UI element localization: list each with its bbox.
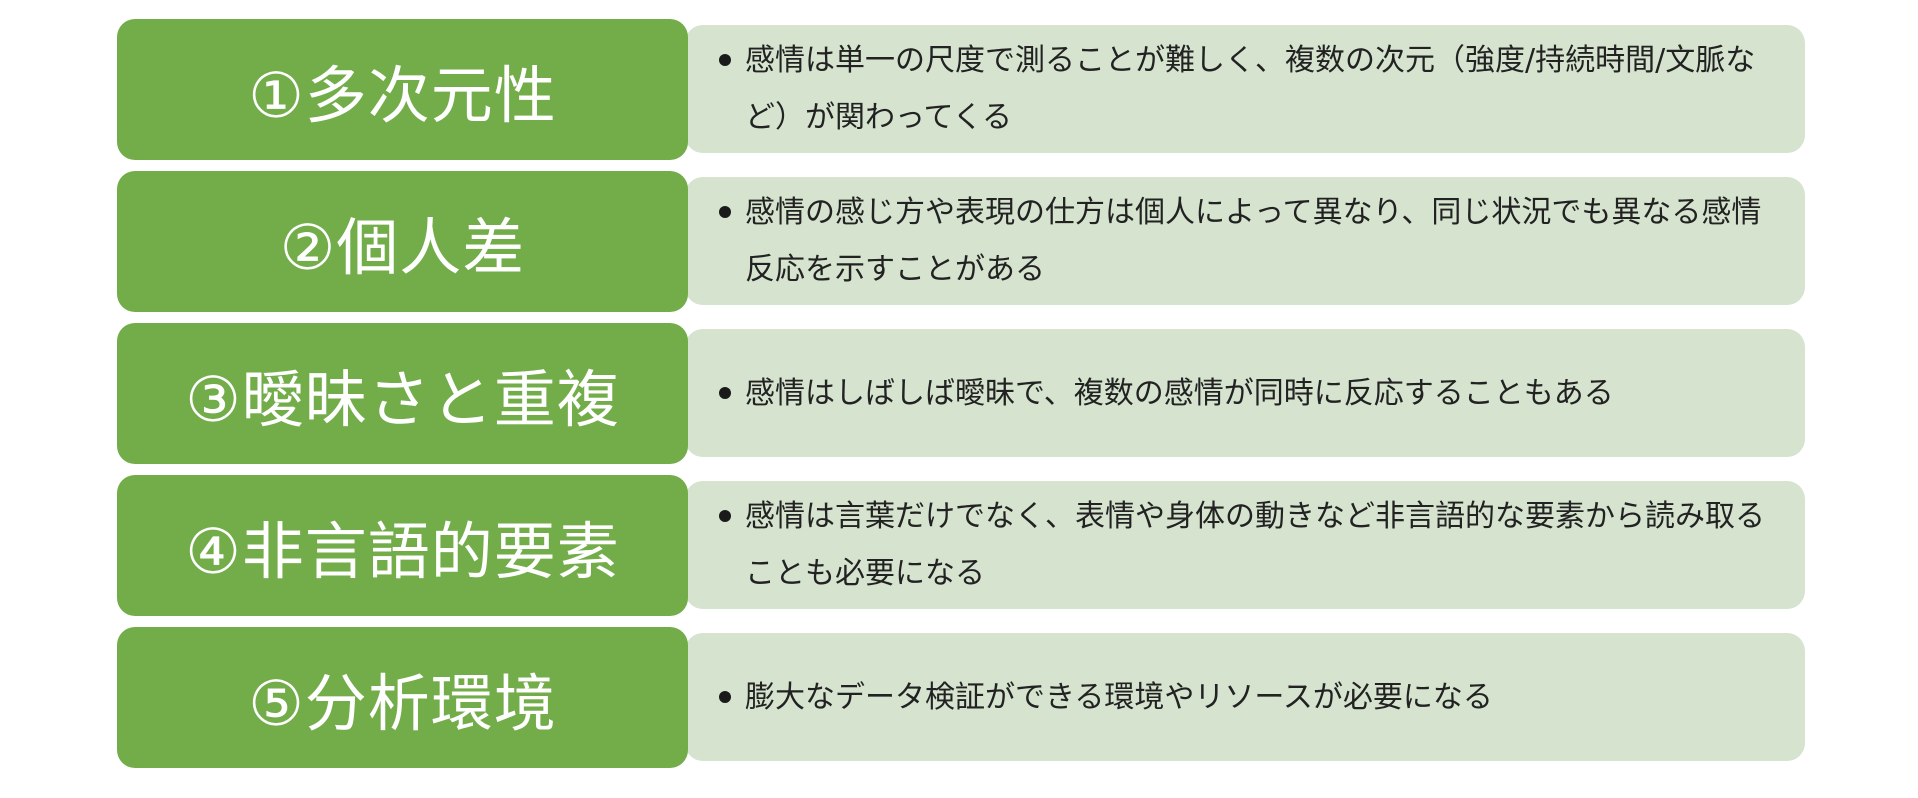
challenge-description: 感情は単一の尺度で測ることが難しく、複数の次元（強度/持続時間/文脈など）が関わ… (745, 43, 1756, 135)
challenge-description-box: 感情の感じ方や表現の仕方は個人によって異なり、同じ状況でも異なる感情反応を示すこ… (685, 177, 1805, 305)
challenge-label: ④非言語的要素 (185, 514, 620, 588)
challenge-description-item: 感情はしばしば曖昧で、複数の感情が同時に反応することもある (719, 365, 1614, 422)
challenge-label-box: ⑤分析環境 (117, 627, 688, 768)
bullet-icon (719, 386, 731, 399)
challenge-row-nonverbal-elements: ④非言語的要素 感情は言葉だけでなく、表情や身体の動きなど非言語的な要素から読み… (117, 475, 1805, 616)
challenge-row-multidimensionality: ①多次元性 感情は単一の尺度で測ることが難しく、複数の次元（強度/持続時間/文脈… (117, 19, 1805, 160)
bullet-icon (719, 206, 731, 218)
challenge-row-ambiguity-overlap: ③曖昧さと重複 感情はしばしば曖昧で、複数の感情が同時に反応することもある (117, 323, 1805, 464)
challenge-description: 感情はしばしば曖昧で、複数の感情が同時に反応することもある (745, 375, 1614, 411)
challenge-description-box: 膨大なデータ検証ができる環境やリソースが必要になる (685, 633, 1805, 761)
challenge-label: ②個人差 (279, 210, 526, 284)
bullet-icon (719, 510, 731, 522)
challenge-description-item: 感情の感じ方や表現の仕方は個人によって異なり、同じ状況でも異なる感情反応を示すこ… (719, 184, 1765, 298)
challenge-description-box: 感情は単一の尺度で測ることが難しく、複数の次元（強度/持続時間/文脈など）が関わ… (685, 25, 1805, 153)
challenge-label-box: ④非言語的要素 (117, 475, 688, 616)
bullet-icon (719, 690, 731, 703)
challenge-description-item: 感情は言葉だけでなく、表情や身体の動きなど非言語的な要素から読み取ることも必要に… (719, 488, 1765, 602)
challenge-description: 感情は言葉だけでなく、表情や身体の動きなど非言語的な要素から読み取ることも必要に… (745, 499, 1765, 591)
challenge-description: 膨大なデータ検証ができる環境やリソースが必要になる (745, 679, 1493, 715)
challenge-label: ①多次元性 (248, 58, 557, 132)
challenge-description-item: 膨大なデータ検証ができる環境やリソースが必要になる (719, 669, 1493, 726)
challenge-description-box: 感情は言葉だけでなく、表情や身体の動きなど非言語的な要素から読み取ることも必要に… (685, 481, 1805, 609)
challenge-label: ⑤分析環境 (248, 666, 557, 740)
challenge-label-box: ②個人差 (117, 171, 688, 312)
challenge-description-item: 感情は単一の尺度で測ることが難しく、複数の次元（強度/持続時間/文脈など）が関わ… (719, 32, 1765, 146)
challenge-row-individual-differences: ②個人差 感情の感じ方や表現の仕方は個人によって異なり、同じ状況でも異なる感情反… (117, 171, 1805, 312)
challenge-description: 感情の感じ方や表現の仕方は個人によって異なり、同じ状況でも異なる感情反応を示すこ… (745, 195, 1762, 287)
bullet-icon (719, 54, 731, 66)
challenge-label-box: ③曖昧さと重複 (117, 323, 688, 464)
challenge-label-box: ①多次元性 (117, 19, 688, 160)
challenge-row-analysis-environment: ⑤分析環境 膨大なデータ検証ができる環境やリソースが必要になる (117, 627, 1805, 768)
challenge-label: ③曖昧さと重複 (185, 362, 620, 436)
challenge-description-box: 感情はしばしば曖昧で、複数の感情が同時に反応することもある (685, 329, 1805, 457)
challenge-list: ①多次元性 感情は単一の尺度で測ることが難しく、複数の次元（強度/持続時間/文脈… (117, 19, 1805, 768)
